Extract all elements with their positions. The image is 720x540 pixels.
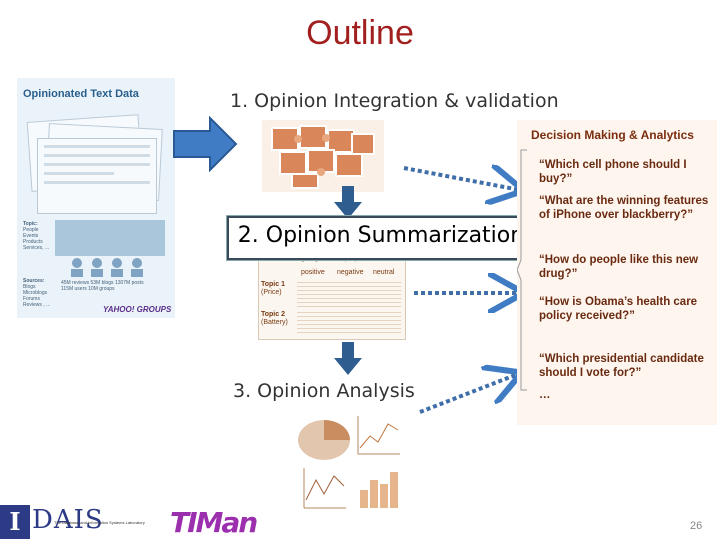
stat: 10M groups bbox=[88, 286, 115, 292]
timan-logo: TIMan bbox=[170, 506, 258, 539]
topic-label: Topic: bbox=[23, 221, 38, 227]
column-header: neutral bbox=[373, 269, 395, 276]
topic-item: People bbox=[23, 227, 39, 233]
people-icons bbox=[67, 256, 157, 278]
source-item: Microblogs bbox=[23, 290, 48, 296]
source-item: Blogs bbox=[23, 284, 36, 290]
row-label: Topic 1 bbox=[261, 281, 285, 288]
illinois-logo: I bbox=[0, 505, 30, 539]
stat: 45M reviews bbox=[61, 280, 90, 286]
opinion-summary-table: Query: Dell Laptop positive negative neu… bbox=[258, 252, 406, 340]
step-3-label: 3. Opinion Analysis bbox=[233, 380, 415, 402]
opinionated-text-data-panel: Opinionated Text Data Topic: People Even… bbox=[17, 78, 175, 318]
dais-logo: DAIS bbox=[32, 505, 104, 535]
arrow-down-icon bbox=[334, 186, 362, 219]
column-header: positive bbox=[301, 269, 325, 276]
step-1-label: 1. Opinion Integration & validation bbox=[230, 90, 559, 112]
column-header: negative bbox=[337, 269, 364, 276]
row-sub: (Battery) bbox=[261, 319, 288, 326]
question-item: “What are the winning features of iPhone… bbox=[539, 195, 709, 221]
question-item: “Which cell phone should I buy?” bbox=[539, 159, 687, 185]
document-image bbox=[37, 138, 157, 214]
analysis-charts-image bbox=[298, 416, 400, 509]
page-number: 26 bbox=[690, 520, 703, 532]
ellipsis: … bbox=[539, 389, 551, 401]
source-item: Reviews , ... bbox=[23, 302, 51, 308]
step-2-label: 2. Opinion Summarization bbox=[237, 223, 525, 248]
panel-title: Decision Making & Analytics bbox=[531, 128, 694, 142]
dais-caption: The Database and Information Systems Lab… bbox=[54, 520, 145, 525]
arrow-down-icon bbox=[334, 342, 362, 375]
question-item: “Which presidential candidate should I v… bbox=[539, 353, 704, 379]
decision-making-panel: Decision Making & Analytics “Which cell … bbox=[517, 120, 717, 425]
topic-item: Events bbox=[23, 233, 39, 239]
question-item: “How is Obama’s health care policy recei… bbox=[539, 296, 698, 322]
slide-title: Outline bbox=[306, 14, 414, 52]
arrow-right-icon bbox=[173, 116, 238, 172]
step-2-box: 2. Opinion Summarization bbox=[227, 216, 535, 260]
stat: 1307M posts bbox=[114, 280, 144, 286]
yahoo-groups-logo: YAHOO! GROUPS bbox=[103, 305, 172, 314]
panel-title: Opinionated Text Data bbox=[23, 88, 139, 100]
puzzle-image bbox=[262, 120, 384, 192]
sources-label: Sources: bbox=[23, 278, 45, 284]
question-item: “How do people like this new drug?” bbox=[539, 254, 699, 280]
topic-item: Products bbox=[23, 239, 43, 245]
people-photos-image bbox=[55, 220, 165, 256]
topic-item: Services, ... bbox=[23, 245, 50, 251]
row-label: Topic 2 bbox=[261, 311, 285, 318]
source-item: Forums bbox=[23, 296, 40, 302]
dotted-arrows bbox=[403, 160, 530, 414]
stat: 53M blogs bbox=[90, 280, 114, 286]
row-sub: (Price) bbox=[261, 289, 282, 296]
stat: 115M users bbox=[61, 286, 87, 292]
